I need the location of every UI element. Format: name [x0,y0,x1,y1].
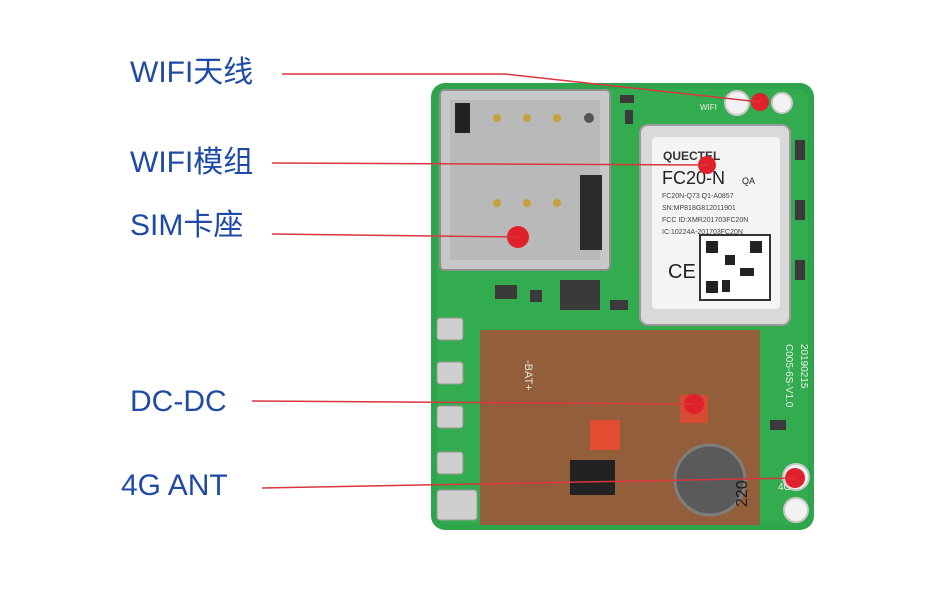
label-4g-ant: 4G ANT [121,469,228,502]
label-dcdc: DC-DC [130,385,227,418]
leader-dcdc [251,400,695,405]
module-line: FC20N-Q73 Q1-A0857 [662,193,734,200]
leader-sim-slot [271,233,519,238]
smd-components [495,95,805,430]
module-line: SN:MP818G812011901 [662,205,736,212]
marker-dots [507,93,805,488]
wifi-module-chip [639,124,791,326]
silk-wifi: WIFI [700,103,717,112]
module-line: IC:10224A-201703FC20N [662,229,743,236]
label-wifi-module: WIFI模组 [130,146,254,179]
leader-lines [251,73,796,489]
label-wifi-antenna: WIFI天线 [130,56,254,89]
leader-wifi-module [271,162,708,166]
module-line: FCC ID:XMR201703FC20N [662,217,748,224]
leader-4g-ant [261,477,796,489]
label-sim-slot: SIM卡座 [130,209,244,242]
inductor-value: 220 [734,480,751,507]
module-model: FC20-N [662,168,725,188]
dcdc-section [480,330,760,525]
edge-pads [436,317,478,521]
silk-bat: -BAT+ [522,360,534,391]
silk-code: C005-6S-V1.0 [783,344,794,408]
module-rev: QA [742,176,755,186]
silk-4g: 4G [778,482,792,493]
ce-mark: CE [668,261,696,283]
leader-wifi-antenna [282,73,761,103]
sim-card-slot [439,89,611,271]
silk-date: 20190215 [798,344,809,389]
